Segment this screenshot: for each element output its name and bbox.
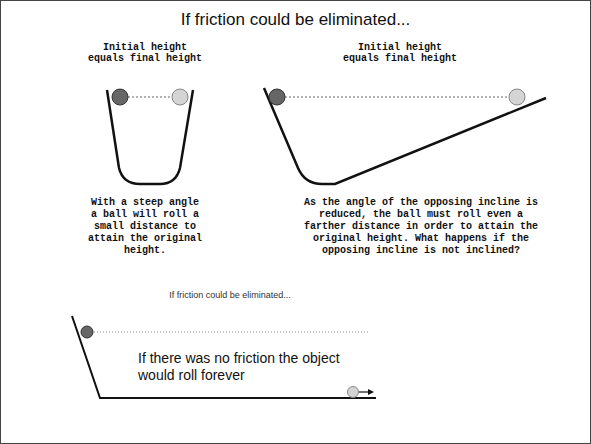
height-note: Initial height equals final height <box>340 42 460 64</box>
start-ball <box>269 89 285 105</box>
panel-title: If friction could be eliminated... <box>130 290 330 301</box>
rolling-ball <box>348 387 359 398</box>
caption-text: As the angle of the opposing incline is … <box>302 197 540 257</box>
start-ball <box>112 89 128 105</box>
caption-text: With a steep angle a ball will roll a sm… <box>86 197 204 257</box>
end-ball <box>509 89 525 105</box>
height-line <box>285 97 509 98</box>
height-note: Initial height equals final height <box>85 42 205 64</box>
end-ball <box>172 89 188 105</box>
height-line <box>94 332 370 333</box>
conclusion-text: If there was no friction the object woul… <box>138 350 353 384</box>
flat-track <box>72 316 376 398</box>
steep-track <box>107 90 193 184</box>
start-ball <box>81 326 93 338</box>
shallow-track <box>264 88 546 184</box>
diagram-title: If friction could be eliminated... <box>60 10 531 30</box>
motion-arrowhead <box>368 389 374 395</box>
height-line <box>128 97 172 98</box>
